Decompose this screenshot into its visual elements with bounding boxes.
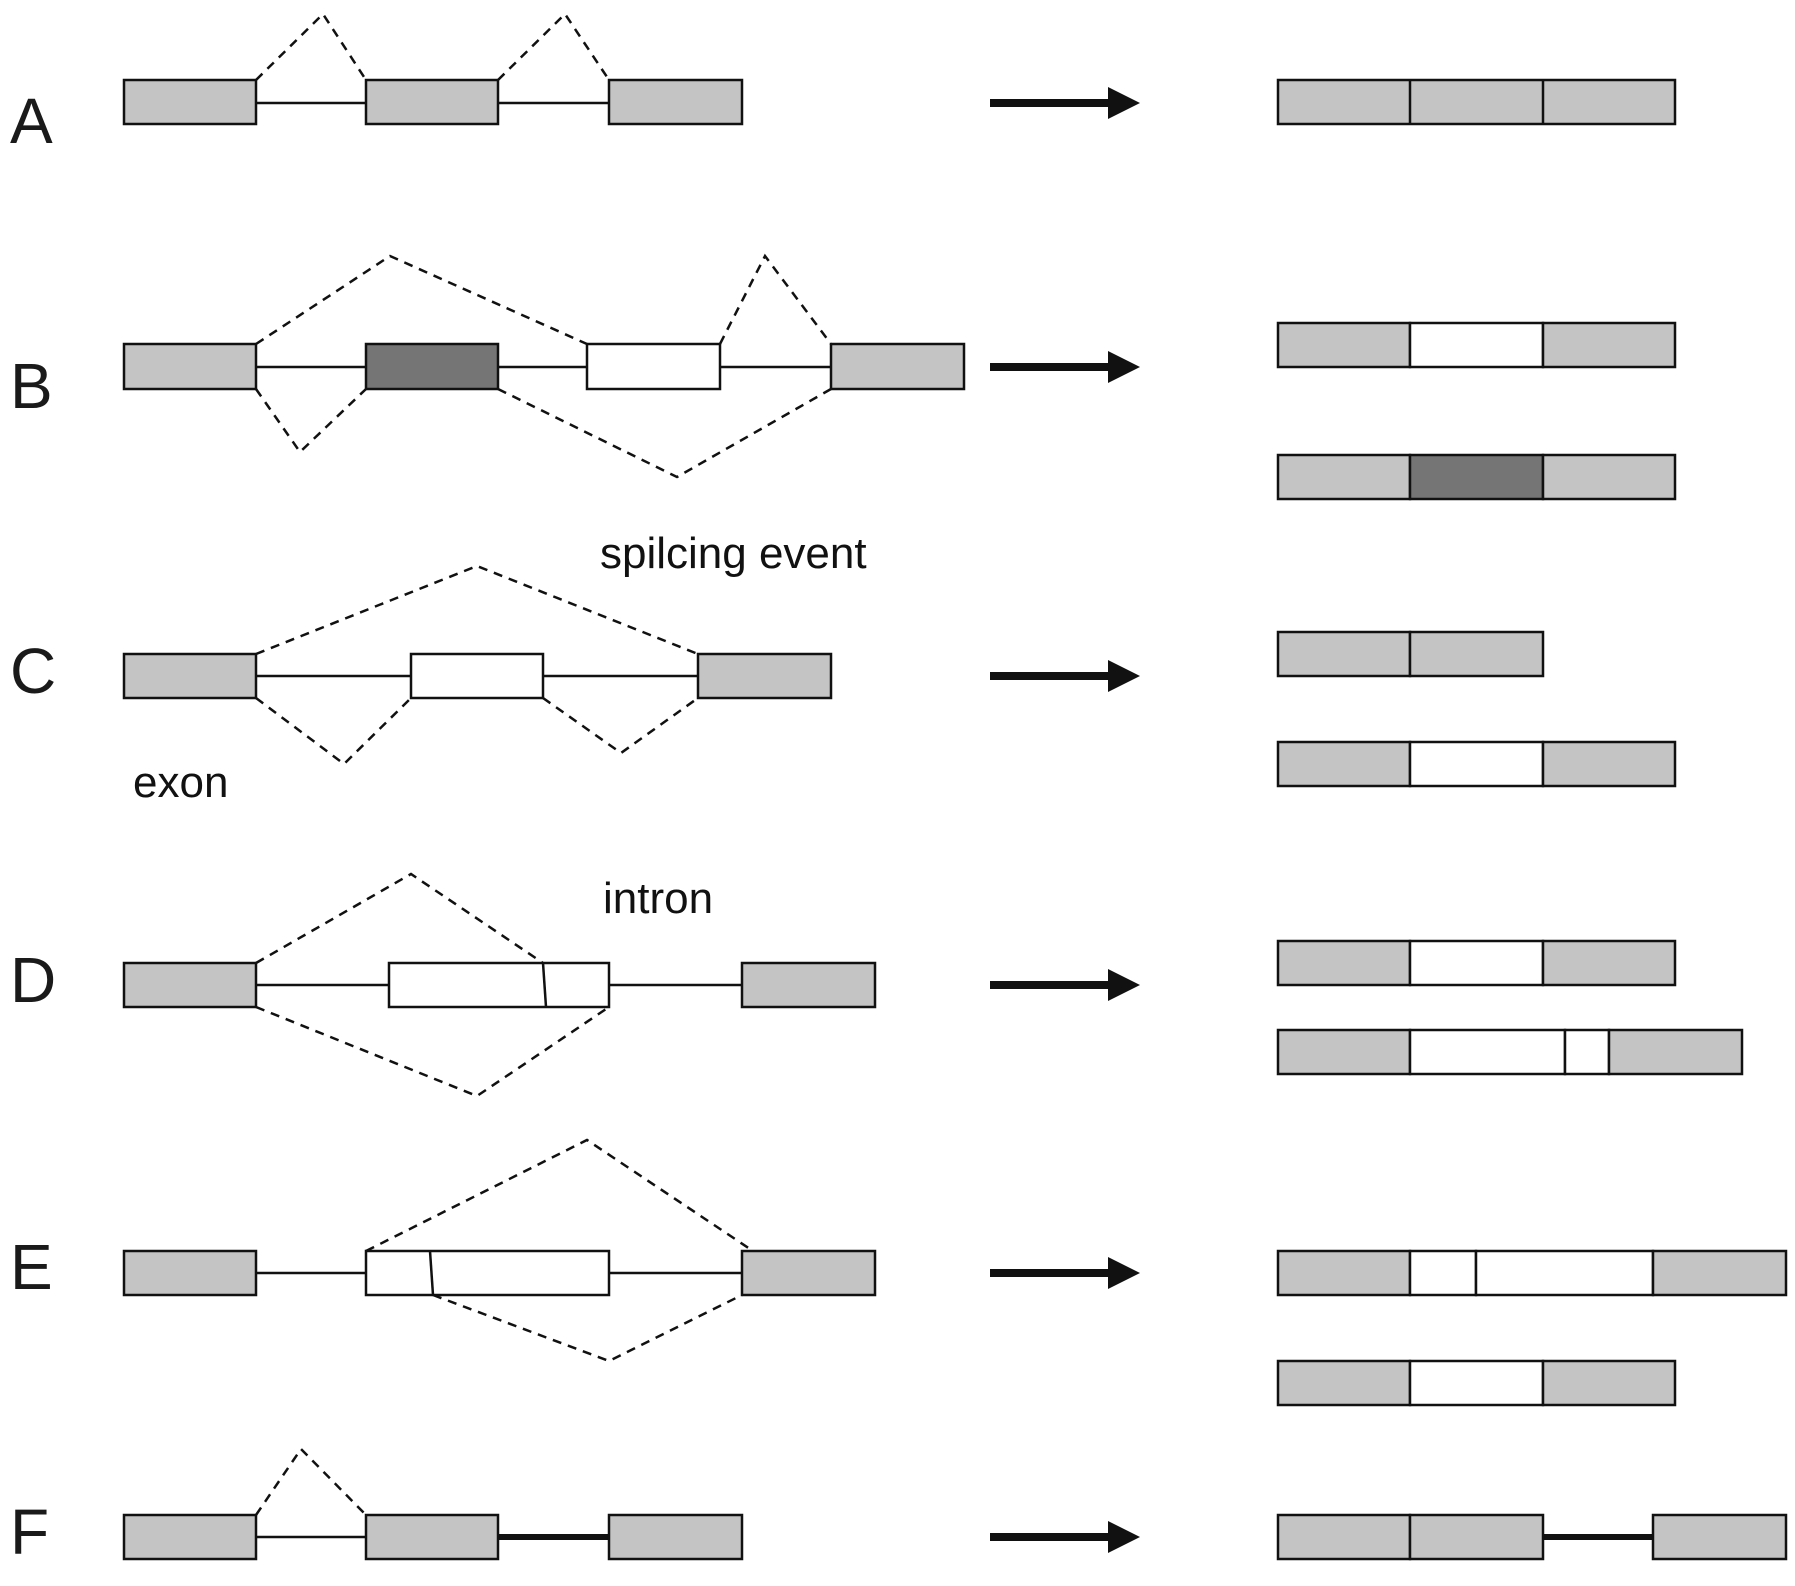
exon-box	[740, 961, 877, 1009]
mrna-segment	[1276, 1249, 1412, 1297]
row-label-c: C	[10, 635, 56, 707]
mrna-segment	[1541, 740, 1677, 788]
mrna-segment	[1651, 1513, 1788, 1561]
pre-mrna-c	[122, 564, 833, 766]
mrna-segment	[1607, 1028, 1744, 1076]
exon-box	[829, 342, 966, 391]
exon-box	[364, 78, 500, 126]
pre-mrna-b	[122, 253, 966, 479]
row-label-a: A	[10, 85, 53, 157]
exon-box	[122, 1513, 258, 1561]
row-d: D	[10, 872, 1744, 1098]
mrna-product-b2	[1276, 453, 1677, 501]
exon-box	[122, 78, 258, 126]
exon-box	[607, 78, 744, 126]
mrna-segment	[1563, 1028, 1611, 1076]
row-label-d: D	[10, 944, 56, 1016]
alternative-exon-light	[387, 961, 611, 1009]
exon-box	[740, 1249, 877, 1297]
mrna-segment	[1276, 453, 1412, 501]
mrna-product-c1	[1276, 630, 1545, 678]
mrna-product-f1	[1276, 1513, 1788, 1561]
splice-path	[497, 387, 832, 479]
splice-path	[255, 254, 588, 346]
splice-site-marker	[541, 962, 548, 1008]
exon-box	[122, 1249, 258, 1297]
mrna-segment	[1651, 1249, 1788, 1297]
alternative-exon-dark	[364, 342, 500, 391]
splice-path	[255, 564, 699, 656]
label-intron: intron	[603, 874, 713, 923]
mrna-product-e1	[1276, 1249, 1788, 1297]
mrna-segment	[1541, 939, 1677, 987]
row-label-f: F	[10, 1496, 49, 1568]
mrna-segment	[1408, 939, 1545, 987]
label-exon: exon	[133, 758, 228, 807]
mrna-segment	[1474, 1249, 1655, 1297]
splice-path	[432, 1293, 743, 1363]
alternative-exon-light	[364, 1249, 611, 1297]
mrna-segment	[1541, 453, 1677, 501]
row-e: E	[10, 1138, 1788, 1407]
mrna-segment	[1408, 630, 1545, 678]
mrna-product-d1	[1276, 939, 1677, 987]
mrna-segment	[1408, 321, 1545, 369]
exon-box	[122, 961, 258, 1009]
pre-mrna-e	[122, 1138, 877, 1363]
mrna-segment	[1408, 1028, 1567, 1076]
splice-path	[255, 12, 368, 81]
splice-path	[255, 1005, 610, 1098]
exon-box	[122, 652, 258, 700]
mrna-segment	[1408, 1249, 1478, 1297]
mrna-segment	[1408, 1359, 1545, 1407]
splice-path	[255, 697, 412, 766]
mrna-segment	[1276, 321, 1412, 369]
mrna-segment	[1276, 630, 1412, 678]
mrna-product-c2	[1276, 740, 1677, 788]
mrna-segment	[1276, 740, 1412, 788]
mrna-segment	[1408, 453, 1545, 501]
row-b: B	[10, 253, 1677, 501]
mrna-product-a1	[1276, 78, 1677, 126]
row-f: F	[10, 1447, 1788, 1568]
row-label-e: E	[10, 1231, 53, 1303]
mrna-product-b1	[1276, 321, 1677, 369]
alternative-exon-light	[409, 652, 545, 700]
splice-site-marker	[428, 1250, 435, 1296]
exon-box	[122, 342, 258, 391]
mrna-segment	[1276, 1359, 1412, 1407]
splice-path	[254, 388, 367, 454]
label-splicing-event: spilcing event	[600, 529, 867, 578]
pre-mrna-a	[122, 12, 744, 126]
mrna-segment	[1541, 321, 1677, 369]
mrna-segment	[1541, 1359, 1677, 1407]
exon-box	[364, 1513, 500, 1561]
row-label-b: B	[10, 350, 53, 422]
mrna-segment	[1408, 1513, 1545, 1561]
mrna-product-e2	[1276, 1359, 1677, 1407]
alternative-exon-light	[585, 342, 722, 391]
mrna-segment	[1276, 939, 1412, 987]
exon-box	[607, 1513, 744, 1561]
pre-mrna-d	[122, 872, 877, 1098]
pre-mrna-f	[122, 1447, 744, 1561]
splice-path	[542, 696, 699, 755]
row-c: C	[10, 564, 1677, 788]
mrna-segment	[1276, 1028, 1412, 1076]
exon-box	[696, 652, 833, 700]
mrna-bar	[1276, 78, 1677, 126]
splice-path	[255, 872, 544, 965]
mrna-product-d2	[1276, 1028, 1744, 1076]
splice-path	[254, 1447, 367, 1516]
mrna-segment	[1276, 1513, 1412, 1561]
splice-path	[365, 1138, 754, 1253]
mrna-segment	[1408, 740, 1545, 788]
row-a: A	[10, 12, 1677, 157]
splice-path	[718, 253, 832, 345]
splice-path	[497, 12, 611, 81]
